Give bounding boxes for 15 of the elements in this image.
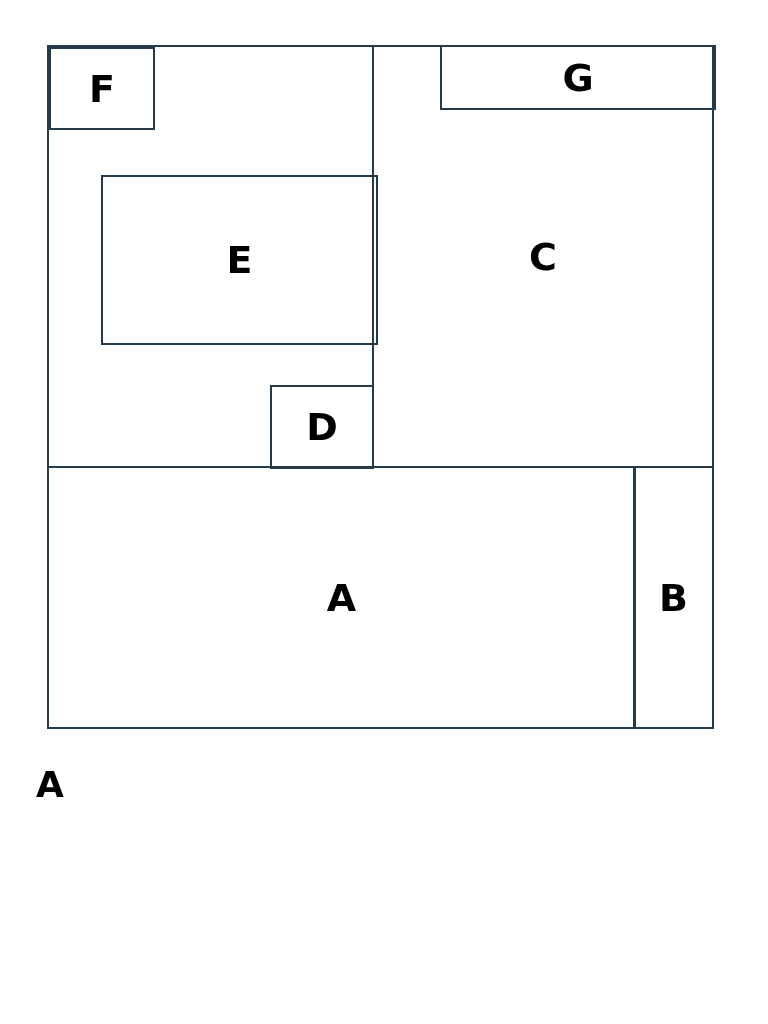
region-label: G <box>562 58 594 97</box>
region-label: D <box>306 408 338 446</box>
region-label: B <box>659 578 688 617</box>
region-box <box>633 466 714 729</box>
region-label: A <box>326 578 357 617</box>
region-label: C <box>529 237 557 276</box>
region-label: E <box>226 241 253 279</box>
region-box <box>440 45 716 110</box>
region-box <box>101 175 378 345</box>
figure-label: A <box>36 767 64 803</box>
region-box <box>47 466 636 729</box>
region-box <box>270 385 374 469</box>
region-box <box>372 45 714 468</box>
region-label: F <box>89 69 115 108</box>
region-box <box>49 47 155 130</box>
